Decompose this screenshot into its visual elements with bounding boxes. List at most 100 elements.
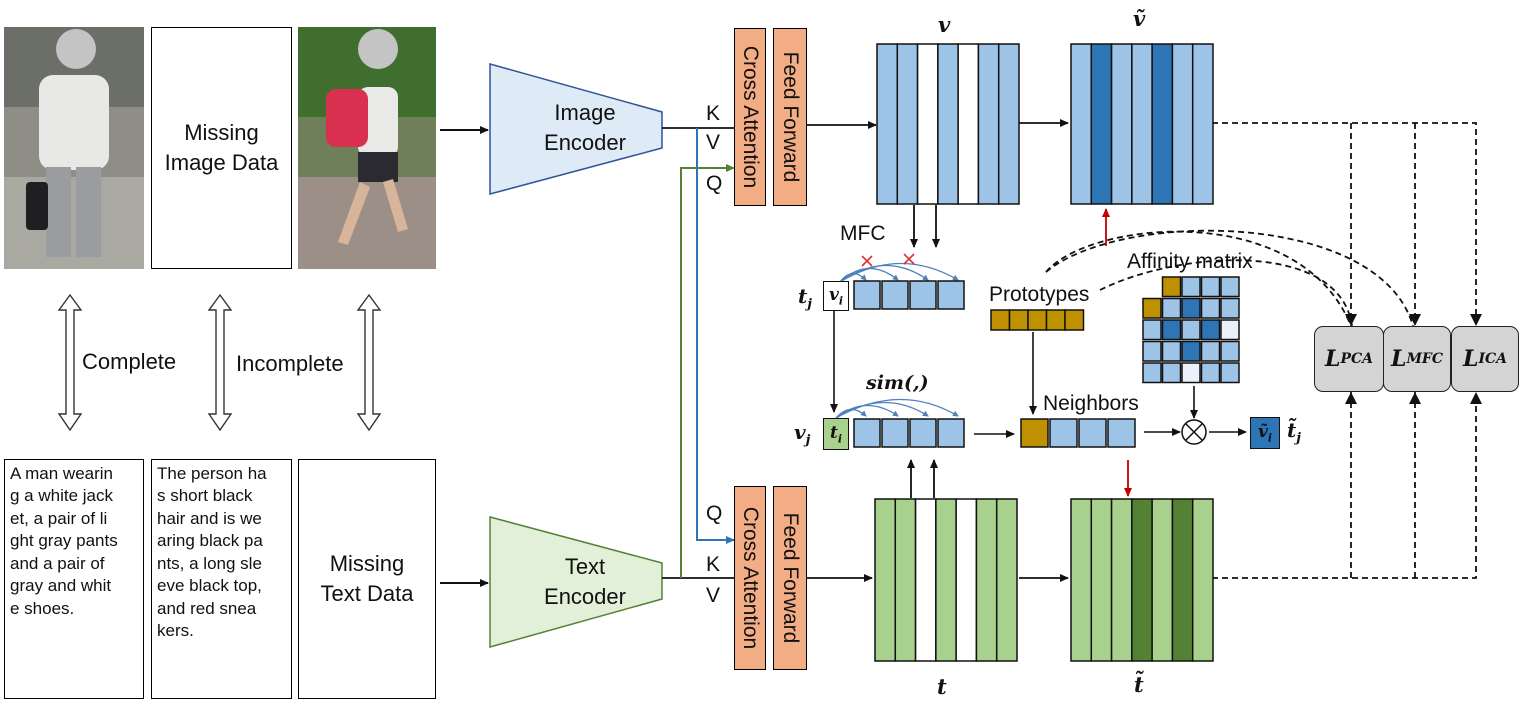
cells-bottom-cell: [881, 418, 909, 448]
cells-top-cell: [881, 280, 909, 310]
cells-top-cell: [937, 280, 965, 310]
affinity-cell: [1200, 319, 1221, 341]
text-encoder-shape: [489, 516, 663, 648]
stripes-v-tilde-stripe: [1171, 43, 1194, 205]
stripes-t-stripe: [914, 498, 937, 662]
stripes-t-tilde-stripe: [1131, 498, 1153, 662]
cross-attention-box-top: Cross Attention: [734, 28, 766, 206]
loss-dashed-lines: [1045, 122, 1477, 579]
affinity-cell: [1161, 276, 1182, 298]
affinity-cell: [1142, 362, 1162, 384]
affinity-cell: [1181, 297, 1201, 319]
stripes-t-stripe: [894, 498, 917, 662]
prototypes-cells: [990, 309, 1086, 336]
affinity-matrix: [1142, 276, 1242, 391]
prototype-cell: [1045, 309, 1066, 331]
tj-tilde-label: t̃j: [1287, 418, 1301, 446]
affinity-cell: [1220, 362, 1240, 384]
text-feature-t: [874, 498, 1018, 667]
image-feature-v: [876, 43, 1020, 210]
stripes-v-tilde: [1070, 43, 1214, 205]
affinity-cell: [1181, 276, 1201, 298]
mfc-label: MFC: [840, 222, 886, 245]
affinity-cell: [1200, 340, 1221, 362]
cells-bottom: [853, 418, 965, 448]
stripes-v-tilde-stripe: [1090, 43, 1113, 205]
affinity-cell: [1181, 340, 1201, 362]
prototype-cell: [1027, 309, 1048, 331]
vi-box: vi: [823, 281, 849, 311]
feed-forward-box-bottom: Feed Forward: [773, 486, 807, 670]
complete-label: Complete: [82, 349, 177, 374]
affinity-cell: [1200, 362, 1221, 384]
image-encoder-shape: [489, 63, 663, 195]
affinity-cell: [1200, 276, 1221, 298]
stripes-v-tilde-stripe: [1151, 43, 1174, 205]
caption-box-2: The person ha s short black hair and is …: [151, 459, 292, 699]
t-label: t: [937, 674, 947, 699]
stripes-t-stripe: [995, 498, 1018, 662]
pedestrian-photo-2: [298, 27, 436, 269]
affinity-cell: [1161, 319, 1182, 341]
affinity-cell: [1220, 340, 1240, 362]
stripes-t-tilde-stripe: [1171, 498, 1194, 662]
incomplete-label: Incomplete: [236, 351, 344, 376]
neighbors-cells: [1020, 418, 1146, 455]
affinity-cell: [1181, 362, 1201, 384]
pedestrian-photo-1: [4, 27, 144, 269]
sim-label: sim(,): [866, 372, 929, 394]
stripes-t-stripe: [975, 498, 998, 662]
affinity-cell: [1181, 319, 1201, 341]
cells-top-cell: [853, 280, 881, 310]
missing-image-box: Missing Image Data: [151, 27, 292, 269]
image-feature-v-tilde: [1070, 43, 1214, 210]
value-label-top: V: [706, 131, 721, 154]
image-encoder-label: Image Encoder: [544, 100, 626, 155]
cells-bottom-cell: [853, 418, 881, 448]
cross-attention-box-bottom: Cross Attention: [734, 486, 766, 670]
tj-label: tj: [798, 284, 812, 312]
query-label-bottom: Q: [706, 502, 723, 525]
feed-forward-label-bottom: Feed Forward: [779, 512, 802, 644]
affinity-svg: [1142, 276, 1240, 384]
cells-bottom-cell: [937, 418, 965, 448]
stripes-t-tilde-stripe: [1191, 498, 1214, 662]
prototype-cell: [1008, 309, 1029, 331]
affinity-cell: [1142, 297, 1162, 319]
stripes-t-tilde-stripe: [1090, 498, 1113, 662]
vi-tilde-box: ṽi: [1250, 417, 1280, 449]
stripes-v-stripe: [937, 43, 959, 205]
key-label-bottom: K: [706, 553, 721, 576]
mfc-row-bottom: [853, 418, 973, 455]
stripes-t-stripe: [874, 498, 897, 662]
ti-box: ti: [823, 418, 849, 450]
stripes-t-tilde: [1070, 498, 1214, 662]
stripes-t-tilde-stripe: [1151, 498, 1174, 662]
stripes-v-stripe: [957, 43, 980, 205]
stripes-t-tilde-stripe: [1110, 498, 1133, 662]
affinity-cell: [1161, 297, 1182, 319]
stripes-v-stripe: [896, 43, 919, 205]
stripes-v-stripe: [876, 43, 899, 205]
vj-label: vj: [794, 420, 811, 448]
missing-text-box: Missing Text Data: [298, 459, 436, 699]
query-label-top: Q: [706, 172, 723, 195]
feed-forward-label-top: Feed Forward: [779, 51, 802, 183]
cells-top-cell: [909, 280, 937, 310]
cells-neigh-cell: [1020, 418, 1049, 448]
affinity-cell: [1161, 340, 1182, 362]
neighbors-label: Neighbors: [1043, 392, 1139, 415]
t-tilde-label: t̃: [1134, 672, 1144, 697]
cells-neigh: [1020, 418, 1136, 448]
cells-proto: [990, 309, 1085, 331]
affinity-cell: [1161, 362, 1182, 384]
prototype-cell: [990, 309, 1011, 331]
cross-attention-label-top: Cross Attention: [739, 45, 762, 189]
affinity-cell: [1220, 319, 1240, 341]
stripes-v-tilde-stripe: [1110, 43, 1133, 205]
